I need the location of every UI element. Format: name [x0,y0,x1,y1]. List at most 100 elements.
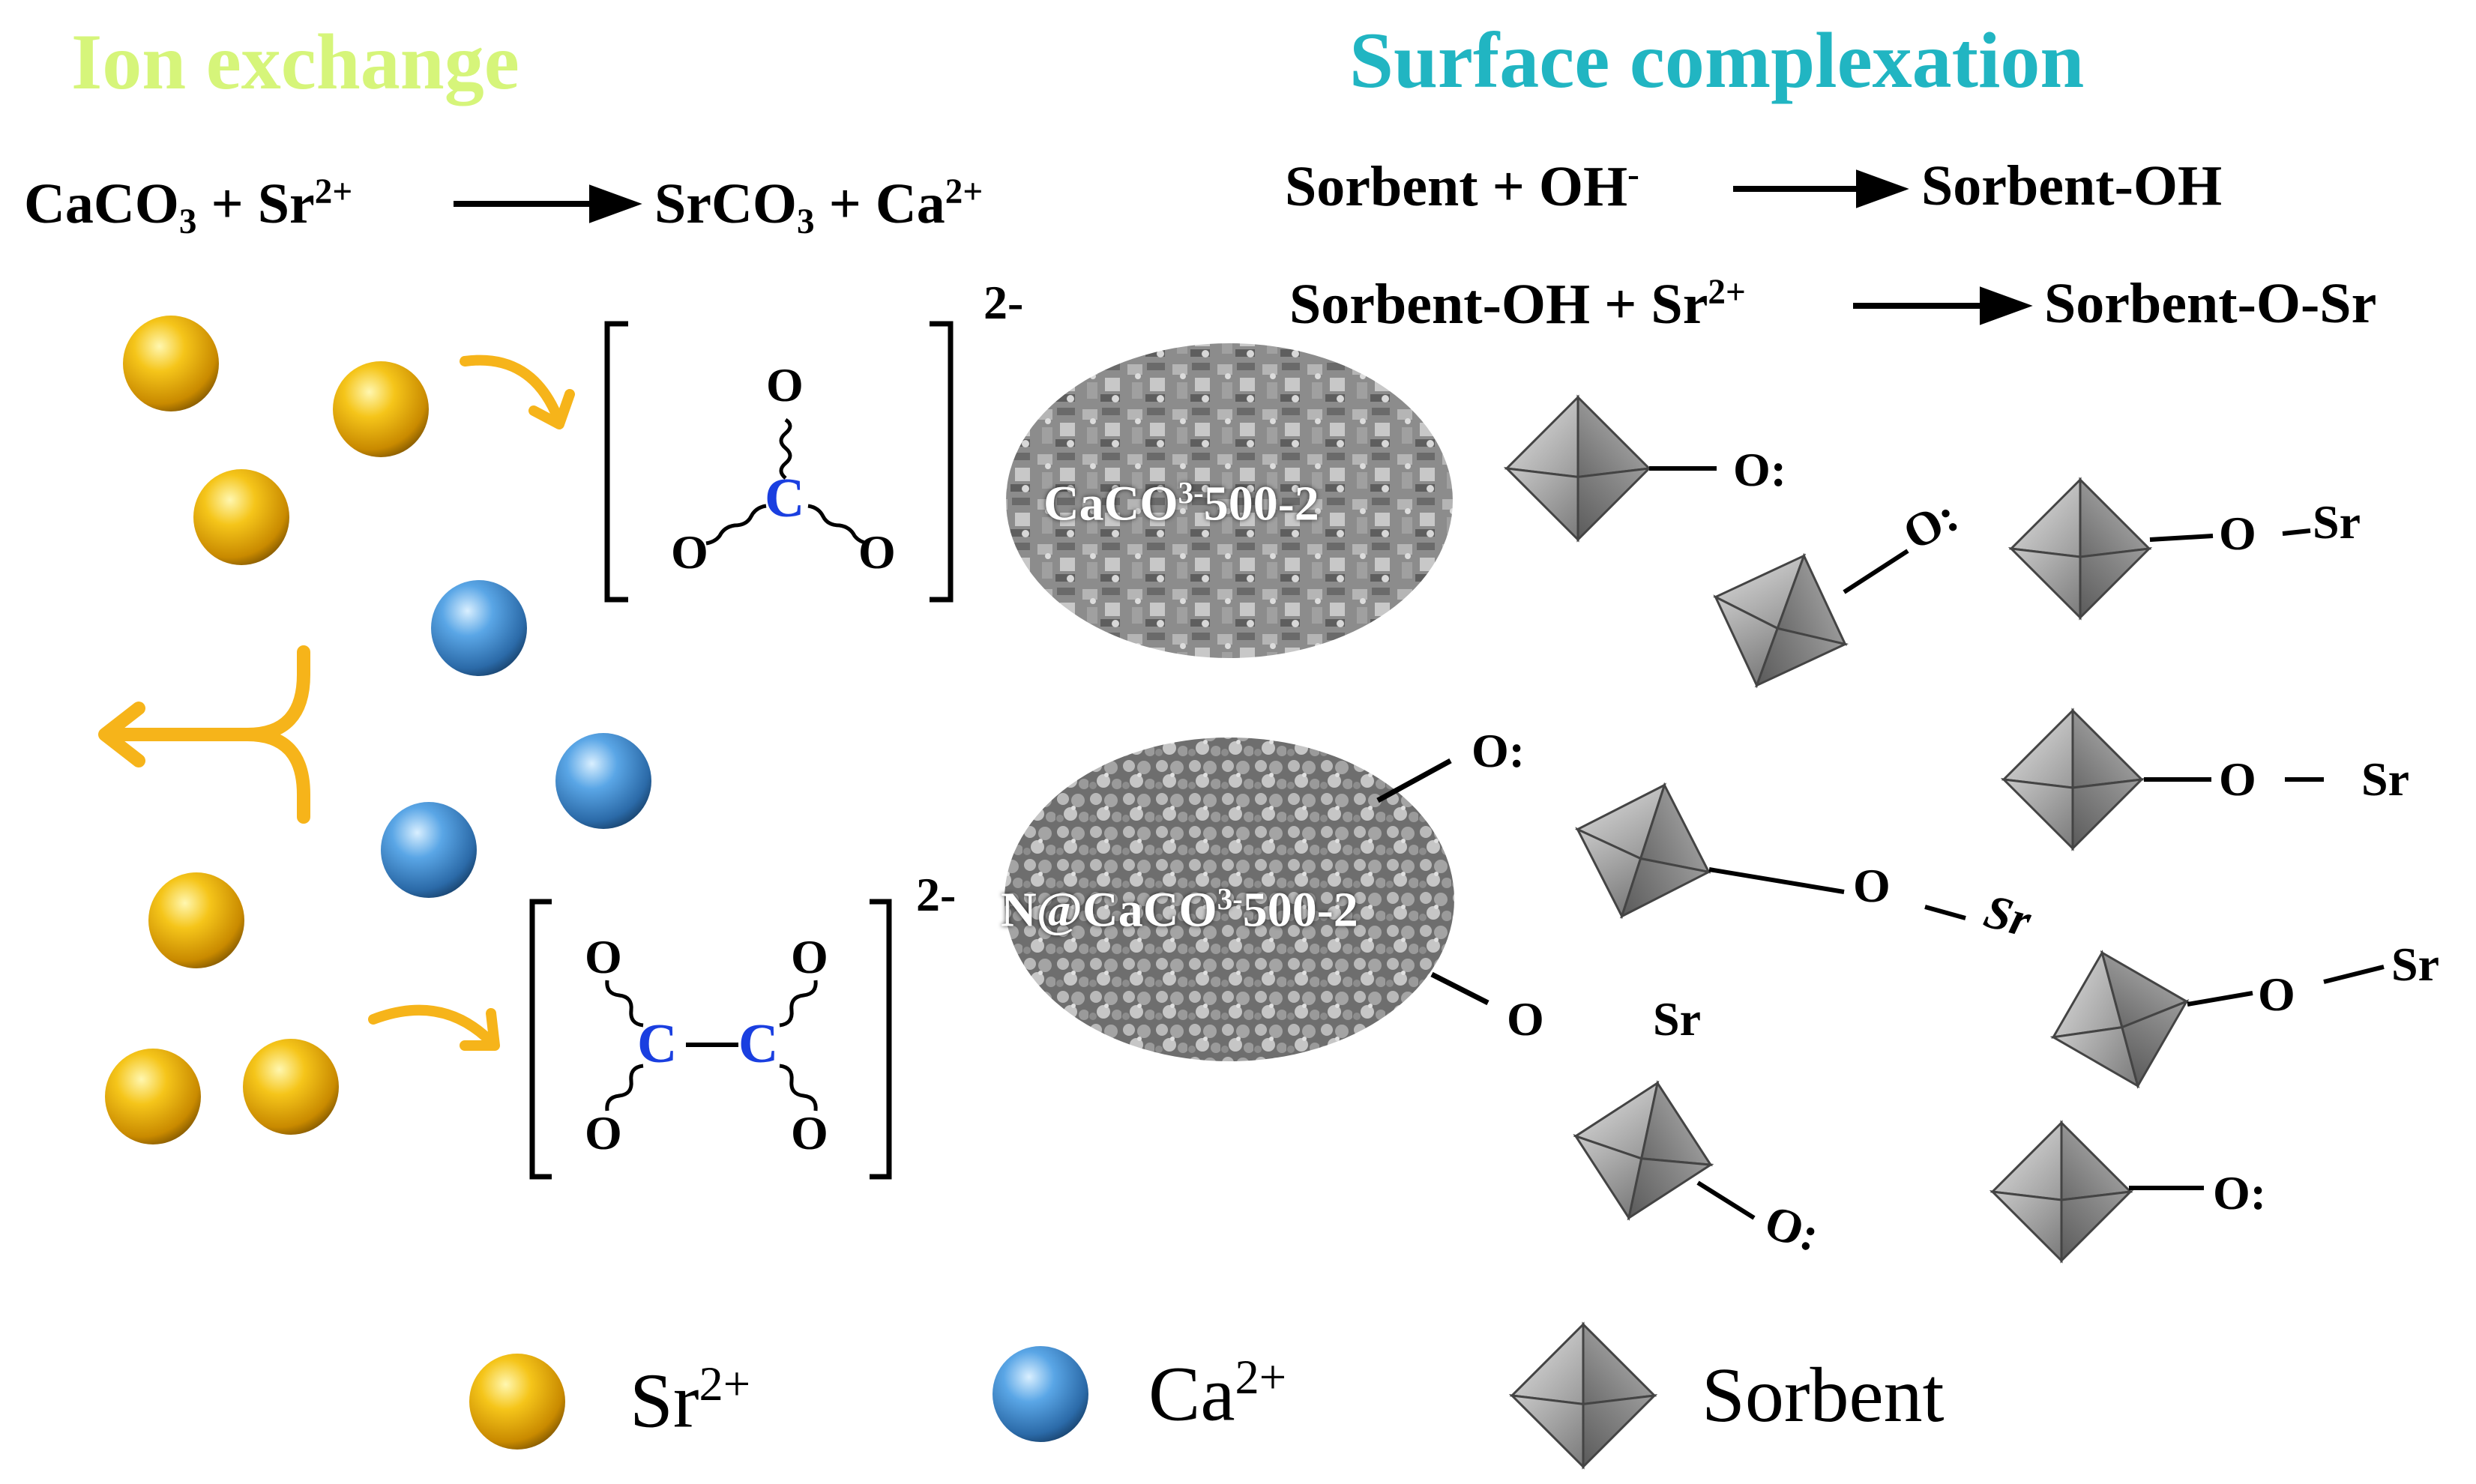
arrowhead [1856,169,1909,208]
sorbent-particle [1713,552,1849,689]
sr-sphere [243,1039,339,1135]
reaction-arrows [454,169,2033,325]
sr-ion-spheres [105,316,429,1144]
sorbent-face [2000,777,2074,851]
surface-equation-2-left: Sorbent-OH + Sr2+ [1289,272,1746,336]
sr-sphere [333,361,429,457]
site-bond [1376,758,1452,803]
curved-arrow-bottom [368,1004,496,1047]
sem-label-top: CaCO3-500-2 [1043,476,1319,531]
carbonate-complex-bottom [529,899,892,1180]
bracket-right [930,321,954,603]
wavy-bond [807,504,869,546]
sorbent-face [1754,627,1849,688]
bound-oxygen-label: O [1853,859,1891,912]
oxygen-label: O [791,930,828,983]
sorbent-face [1576,394,1652,479]
ca-sphere [431,580,527,676]
free-site-label: O: [1733,443,1787,496]
sorbent-face [2007,546,2082,621]
surface-bond [1843,549,1909,594]
legend-sorbent-label: Sorbent [1702,1352,1945,1438]
sorbent-face [2001,708,2074,789]
legend-sorbent-shape [1508,1321,1658,1470]
surface-bond [2149,534,2214,542]
sorbent-face [2071,708,2145,789]
oxygen-label: O [585,1106,622,1159]
ion-exchange-title: Ion exchange [71,18,519,106]
split-arrow [106,645,310,824]
oxygen-label: O [858,525,896,579]
ion-equation-right: SrCO3 + Ca2+ [654,172,984,242]
sorbent-face [1989,1120,2063,1201]
site-bond [1430,971,1489,1006]
sorbent-particle [2000,708,2145,851]
sorbent-face [1503,466,1579,543]
surface-bond [2187,991,2253,1007]
legend-sr-label: Sr2+ [630,1357,751,1444]
sorbent-face [2079,546,2153,621]
split-arrowhead [98,702,145,767]
carbonate-complex-top [604,321,954,603]
bound-metal-label: Sr [2313,495,2361,549]
free-site-label: O: [1472,724,1525,777]
sorbent-particles [1503,394,2385,1264]
bound-oxygen-label: O [2219,507,2256,560]
free-site-label: O: [2213,1166,2267,1219]
bound-oxygen-label: O [2258,968,2295,1021]
oxygen-label: O [766,358,804,411]
sem-image-top [1006,343,1453,658]
sorbent-face [1620,857,1713,919]
sorbent-face [1582,1393,1658,1470]
curved-arrow-top [460,355,564,425]
sem-image-bottom [1004,738,1454,1061]
sorbent-face [2079,477,2152,558]
arrowhead-bottom [460,1008,500,1051]
bracket-left [604,321,628,603]
sr-sphere [148,872,244,968]
legend-ca-label: Ca2+ [1148,1351,1287,1438]
oxygen-label: O [791,1106,828,1159]
wavy-bond [705,504,767,546]
bracket-left [529,899,552,1180]
wavy-bond [779,980,818,1028]
sem-label-bottom: N@CaCO3-500-2 [1001,882,1358,938]
sorbent-face [2121,999,2190,1089]
surface-bond [1696,1180,1756,1220]
sorbent-face [2071,777,2145,851]
surface-bond [1708,867,1845,894]
sorbent-face [1576,466,1653,543]
wavy-bond [605,980,644,1028]
ca-sphere [381,802,477,898]
arrowhead-top [528,389,575,429]
sr-sphere [123,316,219,411]
surface-equation-1-left: Sorbent + OH- [1285,154,1639,218]
arrowhead [1980,286,2033,325]
legend-sr-sphere [469,1354,565,1450]
sorbent-face [1627,1157,1714,1221]
arrowhead [589,184,642,223]
charge-label-bottom: 2- [916,868,957,921]
sorbent-particle [2049,950,2190,1089]
sorbent-face [1509,1321,1585,1406]
charge-label-top: 2- [984,276,1024,329]
bound-oxygen-label: O [1507,992,1544,1046]
sorbent-face [1582,1321,1657,1406]
oxygen-label: O [585,930,622,983]
sorbent-face [1508,1393,1585,1470]
sorbent-particle [1575,782,1713,920]
bound-metal-label: Sr [2361,752,2409,806]
legend-ca-sphere [992,1346,1088,1442]
sorbent-particle [1573,1080,1714,1221]
ca-ion-spheres [381,580,651,898]
sorbent-particle [1989,1120,2134,1264]
carbon-label: C [637,1013,678,1075]
bound-metal-label: Sr [1653,992,1701,1046]
sr-sphere [105,1049,201,1144]
wavy-bond [779,417,792,480]
sorbent-face [1504,394,1579,479]
sorbent-particle [2007,477,2153,621]
ca-sphere [555,733,651,829]
bound-oxygen-label: O [2219,752,2256,806]
